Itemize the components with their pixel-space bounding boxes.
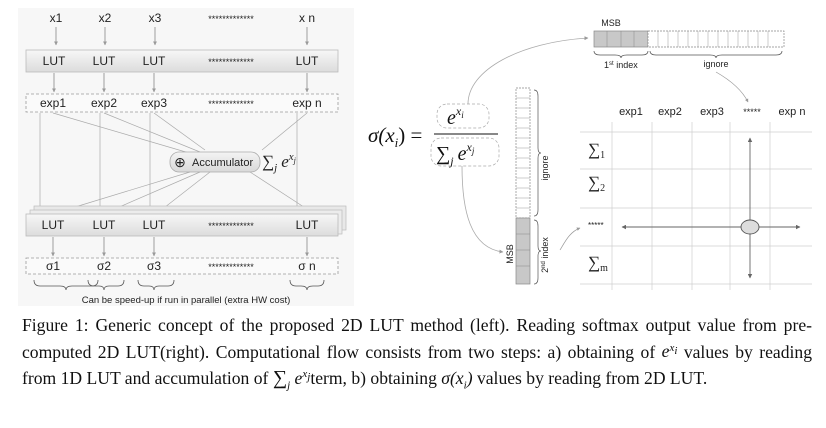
denominator-to-msb-arrow [461, 165, 504, 254]
left-diagram: x1 x2 x3 ************* x n LUT LUT LUT *… [25, 11, 347, 306]
input-label: x2 [99, 11, 112, 25]
accumulator-box [169, 151, 261, 173]
column-header: exp3 [700, 106, 724, 118]
sigma-label: σ3 [147, 259, 161, 273]
accumulator-label: Accumulator [192, 157, 253, 169]
caption-text: values by reading from 2D LUT. [472, 367, 708, 388]
column-header: exp n [779, 106, 806, 118]
input-label: x3 [149, 11, 162, 25]
formula-numerator: exi [447, 104, 464, 129]
caption-math: ∑j exj [272, 366, 311, 392]
second-index-label: 2nd index [540, 237, 550, 273]
input-label: x n [299, 11, 315, 25]
lut-label: LUT [42, 218, 65, 232]
sigma-label: σ2 [97, 259, 111, 273]
exp-label: exp1 [40, 96, 66, 110]
vertical-ignore-label: ignore [540, 155, 550, 180]
exp-label: exp n [292, 96, 321, 110]
index-to-col-arrow [715, 71, 749, 103]
lut-label: ************* [208, 221, 254, 231]
caption-math: σ(xi) [441, 367, 473, 392]
vertical-msb-label: MSB [505, 244, 515, 264]
input-label: ************* [208, 14, 254, 24]
caption-text: Figure 1: Generic concept of the propose… [22, 315, 812, 362]
figure-diagram: x1 x2 x3 ************* x n LUT LUT LUT *… [25, 11, 812, 306]
row-header: ∑m [588, 253, 608, 274]
lut-bar-2 [25, 213, 339, 237]
sigma-label: σ n [298, 259, 315, 273]
lut-label: LUT [43, 54, 66, 68]
lut-label: ************* [208, 57, 254, 67]
second-index-register: ignore MSB 2nd index [505, 87, 550, 285]
caption-text: term, b) obtaining [310, 367, 442, 388]
sigma-label: ************* [208, 262, 254, 272]
lut-label: LUT [143, 218, 166, 232]
lut-bar-1 [25, 49, 339, 73]
parallel-brace [33, 279, 325, 291]
numerator-to-msb-arrow [467, 36, 589, 105]
row-header: ∑2 [588, 173, 605, 194]
column-header: exp2 [658, 106, 682, 118]
index-to-row-arrow [559, 227, 581, 251]
lut-2d-table: exp1 exp2 exp3 ***** exp n ∑1 ∑2 ***** [580, 106, 812, 290]
ignore-label: ignore [703, 59, 728, 69]
column-header: ***** [743, 107, 761, 117]
sigma-label: σ1 [46, 259, 60, 273]
first-index-label: 1st index [604, 60, 638, 70]
figure-caption: Figure 1: Generic concept of the propose… [22, 314, 812, 397]
lookup-crosshair [621, 137, 801, 279]
exp-row [25, 93, 339, 113]
caption-text: values by reading from 1D LUT and accumu… [22, 341, 812, 388]
lut-label: LUT [143, 54, 166, 68]
accumulator-plus-icon: ⊕ [174, 154, 186, 170]
sigma-row [25, 257, 339, 275]
exp-label: ************* [208, 99, 254, 109]
parallel-note: Can be speed-up if run in parallel (extr… [82, 295, 291, 306]
column-header: exp1 [619, 106, 643, 118]
exp-label: exp3 [141, 96, 167, 110]
first-index-register: MSB 1st index ignore [593, 18, 785, 70]
lut-label: LUT [93, 218, 116, 232]
lut-label: LUT [93, 54, 116, 68]
lut-label: LUT [296, 218, 319, 232]
table-grid [580, 122, 812, 290]
msb-label: MSB [601, 18, 621, 28]
lut-label: LUT [296, 54, 319, 68]
row-header: ***** [588, 221, 604, 230]
caption-math: exi [661, 341, 678, 362]
exp-label: exp2 [91, 96, 117, 110]
lookup-cell-marker [740, 219, 760, 235]
formula-lhs: σ(xi) = [368, 123, 422, 150]
input-label: x1 [50, 11, 63, 25]
row-header: ∑1 [588, 140, 605, 161]
